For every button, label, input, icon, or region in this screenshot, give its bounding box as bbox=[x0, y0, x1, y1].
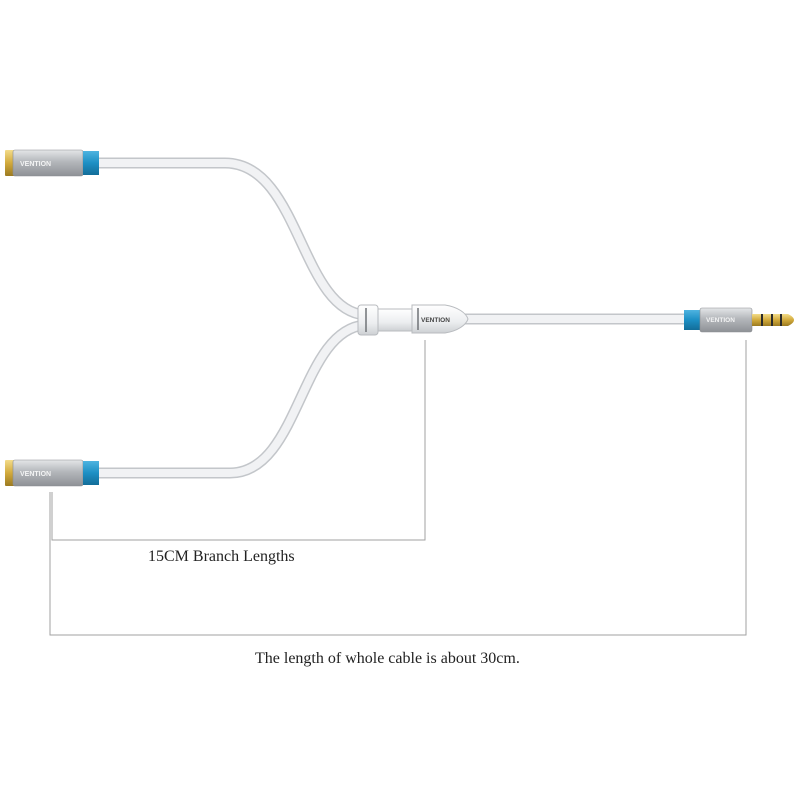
branch-length-label: 15CM Branch Lengths bbox=[148, 548, 295, 565]
bottom-branch-cable bbox=[97, 321, 366, 477]
top-branch-cable bbox=[97, 159, 366, 319]
male-plug: VENTION bbox=[684, 307, 794, 333]
total-length-label: The length of whole cable is about 30cm. bbox=[255, 650, 520, 667]
plug-brand-text: VENTION bbox=[706, 317, 735, 324]
bottom-socket-brand-text: VENTION bbox=[20, 471, 51, 478]
total-dimension-line bbox=[49, 340, 747, 636]
dimension-lines bbox=[49, 340, 747, 636]
bottom-female-socket: VENTION bbox=[5, 459, 99, 487]
cable-strands bbox=[97, 157, 688, 479]
plug-pin bbox=[752, 314, 794, 326]
top-socket-brand-text: VENTION bbox=[20, 161, 51, 168]
top-female-socket: VENTION bbox=[5, 149, 99, 177]
splitter-housing: VENTION bbox=[357, 304, 469, 336]
branch-dimension-line bbox=[51, 340, 426, 541]
splitter-brand-text: VENTION bbox=[421, 317, 450, 324]
